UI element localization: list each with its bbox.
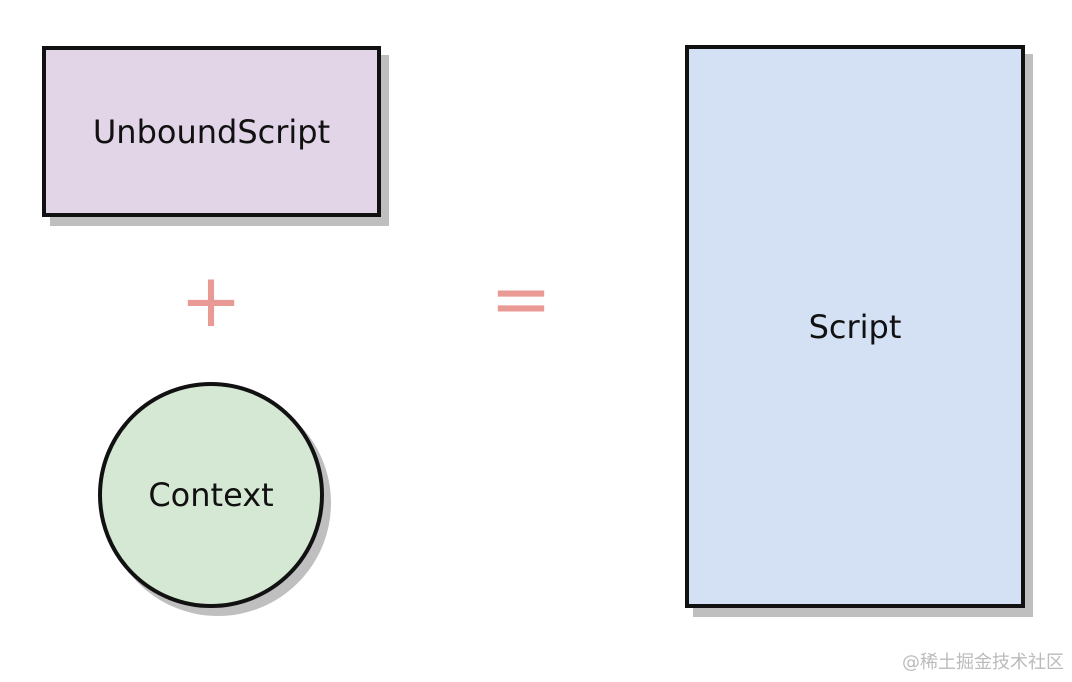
script-box: Script	[685, 45, 1025, 608]
context-label: Context	[148, 476, 274, 514]
context-circle: Context	[98, 382, 324, 608]
equals-operator: =	[490, 256, 553, 342]
unbound-script-label: UnboundScript	[92, 112, 331, 151]
plus-operator: +	[180, 258, 243, 344]
watermark-text: @稀土掘金技术社区	[902, 652, 1064, 673]
unbound-script-box: UnboundScript	[42, 46, 381, 217]
script-label: Script	[808, 307, 902, 346]
